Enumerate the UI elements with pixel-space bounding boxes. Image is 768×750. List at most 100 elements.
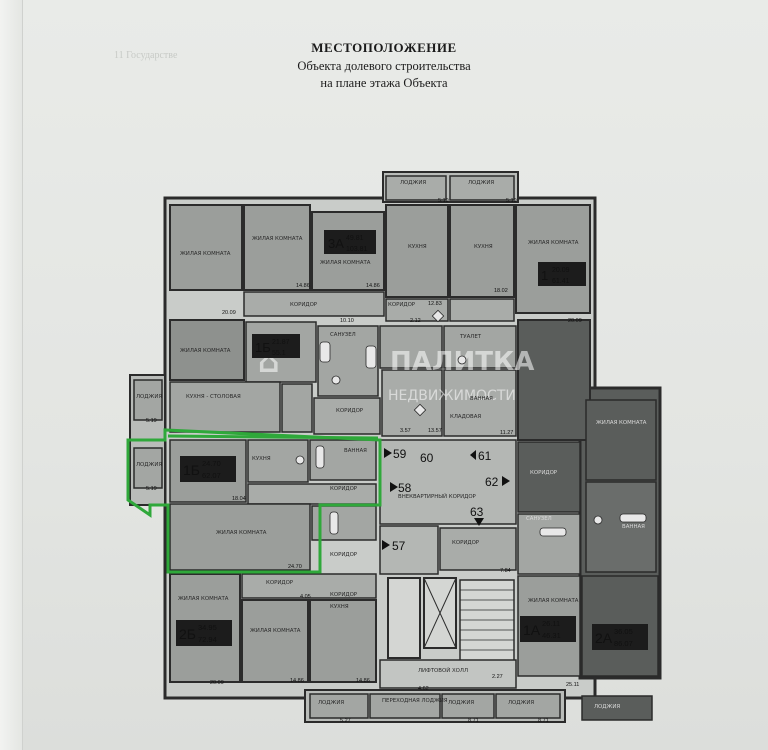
room-label: САНУЗЕЛ: [330, 332, 356, 338]
room-label: ЛОДЖИЯ: [594, 704, 620, 710]
room-label: ПЕРЕХОДНАЯ ЛОДЖИЯ: [382, 698, 448, 704]
room-label: ЛОДЖИЯ: [318, 700, 344, 706]
dimension: 7.84: [500, 568, 511, 574]
dimension: 13.57: [428, 428, 442, 434]
unit-numbers: 59 60 61 58 62 63 57: [382, 447, 510, 553]
svg-text:1А: 1А: [523, 622, 541, 638]
room-label: ЛОДЖИЯ: [400, 180, 426, 186]
svg-text:55.1: 55.1: [272, 350, 286, 357]
room-label: КУХНЯ: [330, 604, 349, 610]
dimension: 8.71: [538, 718, 549, 724]
room-label: ЖИЛАЯ КОМНАТА: [180, 348, 231, 354]
apartment-tag-1b-top: 1Б 21.87 55.1: [252, 334, 300, 358]
unit-number: 58: [398, 481, 412, 495]
room-label: ЖИЛАЯ КОМНАТА: [528, 598, 579, 604]
toilet-icon: [593, 515, 603, 525]
room-label: ЛИФТОВОЙ ХОЛЛ: [418, 667, 468, 674]
dimension: 11.27: [500, 430, 513, 436]
dimension: 2.12: [410, 318, 421, 324]
dimension: 5.27: [340, 718, 351, 724]
svg-text:36.05: 36.05: [614, 627, 633, 636]
room-label: КОРИДОР: [336, 408, 364, 414]
dimension: 20.09: [210, 680, 224, 686]
dimension: 14.86: [356, 678, 370, 684]
document-title: МЕСТОПОЛОЖЕНИЕ: [311, 40, 457, 55]
dimension: 14.86: [366, 283, 380, 289]
room-label: САНУЗЕЛ: [526, 516, 552, 522]
sanitary-fixtures: [295, 309, 647, 537]
svg-text:61.41: 61.41: [552, 278, 570, 285]
room-label: КОРИДОР: [330, 486, 358, 492]
room-label: ЛОДЖИЯ: [468, 180, 494, 186]
bathtub-icon: [539, 527, 567, 537]
room-label: ЖИЛАЯ КОМНАТА: [320, 260, 371, 266]
unit-number: 62: [485, 475, 499, 489]
room-label: КУХНЯ: [408, 244, 427, 250]
faded-stamp-text: 11 Государстве: [114, 50, 178, 61]
svg-text:1: 1: [541, 268, 548, 283]
svg-text:1Б: 1Б: [183, 462, 200, 478]
vent-icon: [413, 403, 427, 417]
room-label: КОРИДОР: [330, 552, 358, 558]
room-label: ЖИЛАЯ КОМНАТА: [528, 240, 579, 246]
svg-text:86.07: 86.07: [614, 639, 633, 648]
dimension: 18.02: [494, 288, 508, 294]
svg-text:72.94: 72.94: [198, 635, 217, 644]
svg-text:24.70: 24.70: [202, 459, 221, 468]
room-label: КОРИДОР: [266, 580, 294, 586]
document-subtitle-line1: Объекта долевого строительства: [297, 59, 471, 73]
dimension: 5.19: [146, 486, 157, 492]
dimension: 20.09: [568, 318, 582, 324]
dimension: 4.62: [418, 686, 429, 692]
room-label: КОРИДОР: [530, 470, 558, 476]
dimension-labels: 14.86 14.86 12.83 18.02 20.09 20.09 10.1…: [146, 198, 582, 724]
apartment-tag-1-tr: 1 20.09 61.41: [538, 262, 586, 286]
apartment-tag-1b: 1Б 24.70 62.07: [180, 456, 236, 482]
middle-rooms: [133, 319, 591, 489]
page-fold-edge: [0, 0, 23, 750]
dimension: 14.86: [296, 283, 310, 289]
svg-text:3А: 3А: [328, 236, 344, 251]
room-labels: ЖИЛАЯ КОМНАТА ЖИЛАЯ КОМНАТА ЖИЛАЯ КОМНАТ…: [136, 180, 647, 710]
svg-text:2А: 2А: [595, 630, 613, 646]
watermark-line2: НЕДВИЖИМОСТИ: [388, 388, 516, 404]
room-label: ВАННАЯ: [344, 448, 367, 454]
room-label: КУХНЯ - СТОЛОВАЯ: [186, 394, 241, 400]
dimension: 20.09: [222, 310, 236, 316]
room-label: КУХНЯ: [474, 244, 493, 250]
dimension: 18.04: [232, 496, 246, 502]
unit-number: 63: [470, 505, 484, 519]
document-subtitle-line2: на плане этажа Объекта: [320, 76, 448, 90]
room-label: КОРИДОР: [452, 540, 480, 546]
room-label: КЛАДОВАЯ: [450, 414, 481, 420]
unit-number: 60: [420, 451, 434, 465]
room-label: КОРИДОР: [330, 592, 358, 598]
room-label: ЖИЛАЯ КОМНАТА: [178, 596, 229, 602]
unit-number: 61: [478, 449, 492, 463]
unit-number: 57: [392, 539, 406, 553]
dimension: 5.19: [506, 198, 517, 204]
top-row-rooms: [169, 175, 591, 322]
dimension: 25.11: [566, 682, 579, 688]
svg-text:62.07: 62.07: [202, 471, 221, 480]
room-label: ВАННАЯ: [622, 524, 645, 530]
apartment-tag-2a: 2А 36.05 86.07: [592, 624, 648, 650]
unit-number: 59: [393, 447, 407, 461]
bathtub-icon: [365, 345, 377, 369]
room-label: КОРИДОР: [388, 302, 416, 308]
room-label: ЛОДЖИЯ: [136, 462, 162, 468]
room-label: ЛОДЖИЯ: [136, 394, 162, 400]
bathtub-icon: [315, 445, 325, 469]
dimension: 4.05: [300, 594, 311, 600]
apartment-tag-1a: 1А 26.11 46.31: [520, 616, 576, 642]
svg-text:26.11: 26.11: [542, 619, 560, 628]
room-label: КОРИДОР: [290, 302, 318, 308]
svg-text:49.81: 49.81: [346, 235, 364, 242]
dimension: 8.71: [468, 718, 479, 724]
dimension: 10.10: [340, 318, 354, 324]
room-label: ЖИЛАЯ КОМНАТА: [250, 628, 301, 634]
svg-text:34.95: 34.95: [198, 623, 217, 632]
room-label: ВНЕКВАРТИРНЫЙ КОРИДОР: [398, 493, 477, 500]
bathtub-icon: [329, 511, 339, 535]
